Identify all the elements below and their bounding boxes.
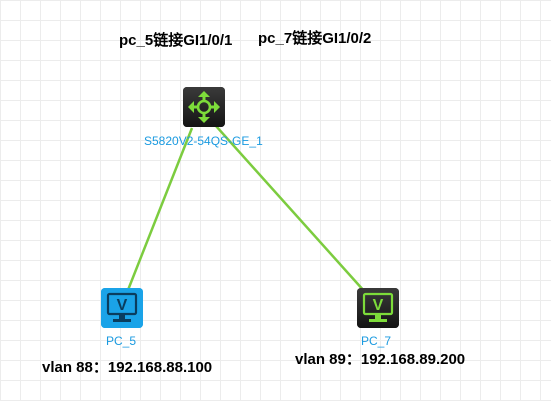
svg-text:V: V [373,297,384,314]
link-switch-pc7[interactable] [215,125,366,293]
pc5-label: PC_5 [106,334,137,348]
pc7-vlan-note: vlan 89：192.168.89.200 [295,351,466,368]
monitor-v-icon: V [357,288,399,328]
switch-arrows-icon [183,87,225,127]
pc7-node[interactable]: V [357,288,399,328]
pc7-label: PC_7 [361,334,392,348]
switch-node[interactable] [183,87,225,127]
pc5-link-note: pc_5链接GI1/0/1 [119,32,233,49]
pc5-vlan-note: vlan 88：192.168.88.100 [42,359,213,376]
link-switch-pc5[interactable] [126,127,194,291]
pc5-node[interactable]: V [101,288,143,328]
pc7-link-note: pc_7链接GI1/0/2 [258,30,372,47]
switch-label: S5820V2-54QS-GE_1 [144,134,263,148]
svg-text:V: V [117,297,128,314]
monitor-v-icon: V [101,288,143,328]
